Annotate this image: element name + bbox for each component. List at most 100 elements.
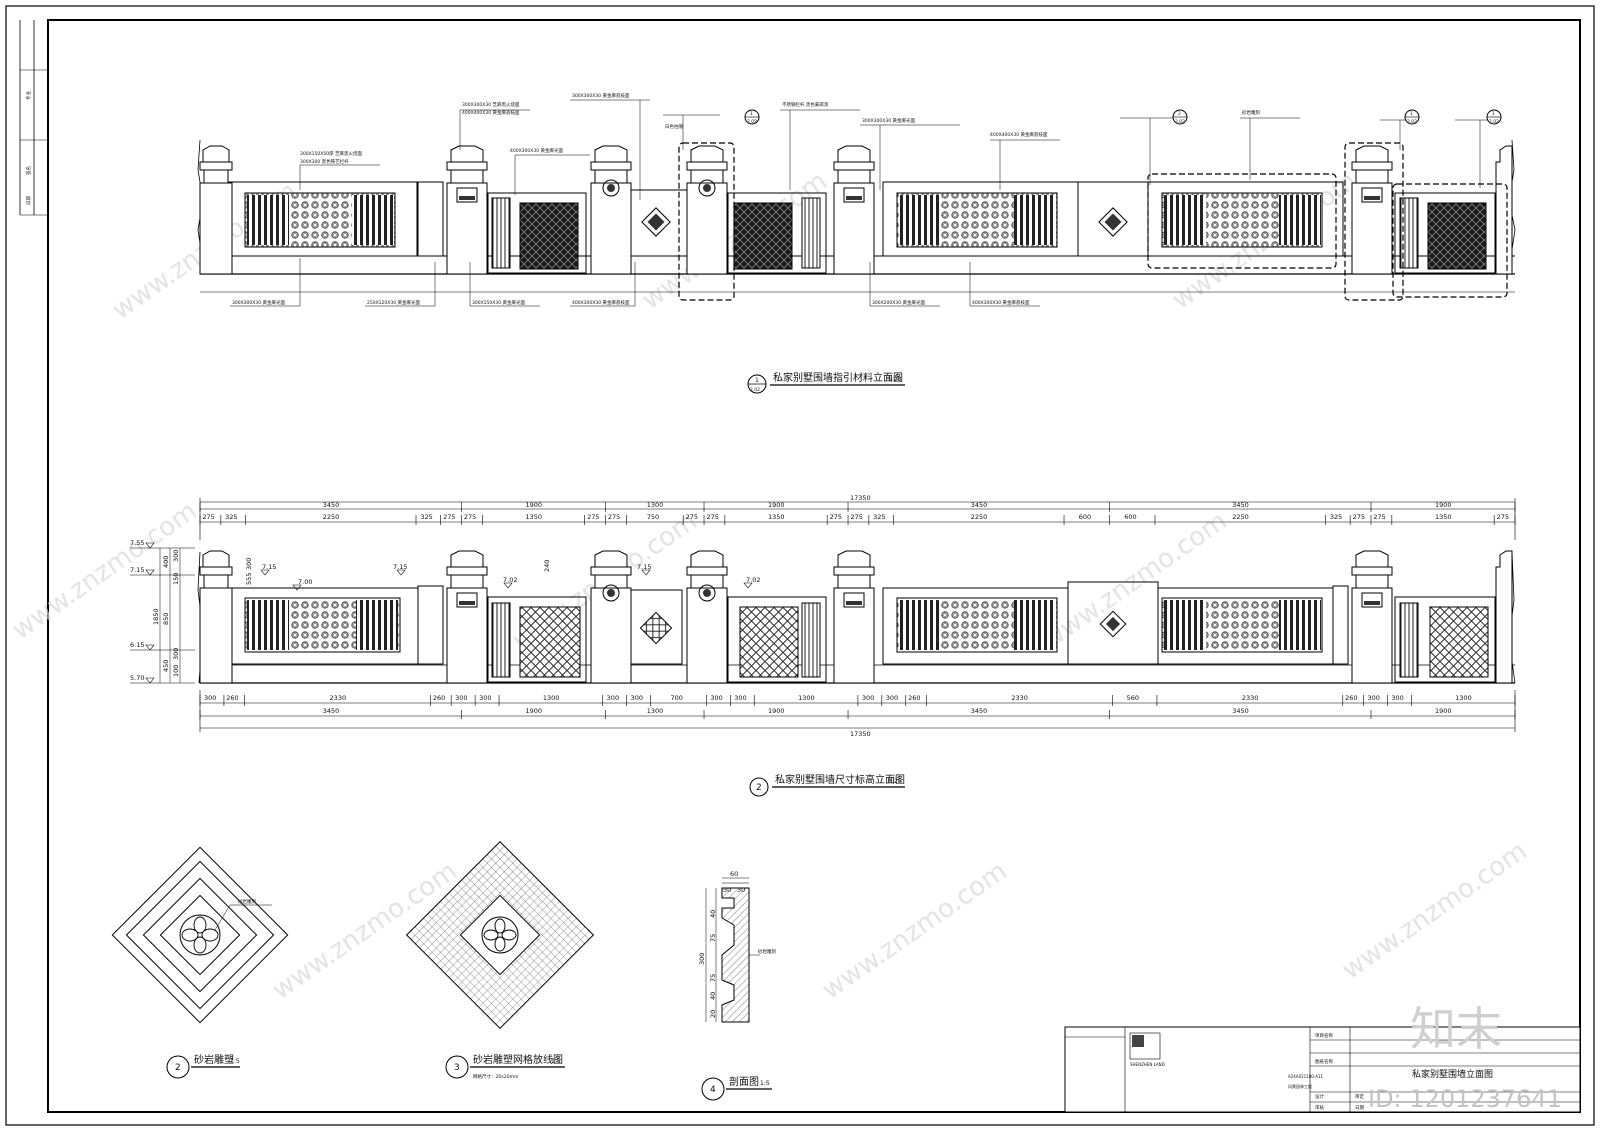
section-dim: 40: [709, 910, 717, 918]
brand-logo-text: 知末: [1410, 1002, 1502, 1056]
vertical-dim: 1850: [152, 608, 160, 625]
elevation-value: 7.02: [746, 576, 760, 584]
elevation-materials: [197, 139, 1516, 293]
dim-value: 2250: [323, 513, 340, 521]
dim-value: 1300: [647, 707, 664, 715]
section-dim: 75: [709, 974, 717, 982]
dim-value: 3450: [323, 501, 340, 509]
dim-value: 275: [464, 513, 476, 521]
dim-value: 1300: [543, 694, 560, 702]
dimension-lines-top: [199, 498, 1516, 540]
dim-value: 300: [734, 694, 746, 702]
dimension-lines-bottom: [199, 690, 1516, 732]
section-dim: 60: [730, 870, 738, 878]
vertical-dim: 100: [172, 665, 180, 677]
annotation-label: 300X300 黑色铁艺栏杆: [300, 158, 349, 165]
dim-value: 275: [443, 513, 455, 521]
dim-value: 3450: [971, 707, 988, 715]
title-scale-note: 风景园林工程: [1288, 1083, 1312, 1089]
dim-value: 300: [631, 694, 643, 702]
dim-value: 275: [202, 513, 214, 521]
dim-value: 2330: [1242, 694, 1259, 702]
dim-value: 260: [908, 694, 920, 702]
title-block: SHENZHEN LAND 项目名称 图纸名称 私家别墅围墙立面图 A24A02…: [1064, 1026, 1581, 1113]
elevation-value: 7.02: [503, 576, 517, 584]
detail3-note: 网格尺寸：20x20mm: [473, 1073, 518, 1080]
detail4-number: 4: [710, 1085, 716, 1095]
elevation-value: 6.15: [130, 641, 144, 649]
dim-value: 300: [710, 694, 722, 702]
title-project-label: 项目名称: [1315, 1032, 1333, 1039]
dim-value: 1900: [768, 501, 785, 509]
dim-value: 1350: [525, 513, 542, 521]
detail-grid: 3 砂岩雕塑网格放线图 1:5 网格尺寸：20x20mm: [405, 840, 595, 1080]
vertical-dim: 555: [245, 573, 253, 585]
dim-value: 325: [873, 513, 885, 521]
annotation-label: 400X400X30 黄金麻荔枝面: [462, 109, 520, 116]
dim-value: 275: [1373, 513, 1385, 521]
annotation-label: 砂岩雕刻: [1242, 109, 1260, 116]
dim-value: 3450: [971, 501, 988, 509]
elevation-dimensions: [197, 551, 1516, 684]
dim-value: 300: [1391, 694, 1403, 702]
annotation-label: 300X200X30 黄金麻光面: [872, 299, 925, 306]
dim-value: 275: [608, 513, 620, 521]
vertical-dim: 300: [172, 550, 180, 562]
detail4-scale: 1:5: [760, 1080, 770, 1087]
dim-value: 2250: [971, 513, 988, 521]
id-stamp: ID: 1201237641: [1368, 1085, 1562, 1113]
elevation-value: 5.70: [130, 674, 144, 682]
annotations-top: [299, 99, 1495, 200]
dim-value: 325: [420, 513, 432, 521]
section1-title-text: 私家别墅围墙指引材料立面图: [773, 371, 903, 384]
detail-sandstone: 砂岩雕刻 2 砂岩雕塑 1:5: [111, 846, 289, 1079]
annotation-label: 400X300X30 黄金麻荔枝面: [972, 299, 1030, 306]
section-note: 砂岩雕刻: [758, 948, 776, 955]
detail2-scale: 1:5: [230, 1058, 240, 1065]
callout-ref: 2.02: [747, 119, 757, 125]
vertical-dim: 240: [543, 560, 551, 572]
annotation-label: 250X120X30 黄金麻光面: [367, 299, 420, 306]
vertical-dim: 300: [245, 558, 253, 570]
vertical-dim: 300: [172, 648, 180, 660]
dim-value: 1300: [798, 694, 815, 702]
title-row-label: 日期: [1355, 1105, 1364, 1111]
title-sheet-title: 私家别墅围墙立面图: [1412, 1068, 1493, 1080]
section-dim: 300: [698, 953, 706, 965]
left-signature-strip: 专业 签名 日期: [19, 20, 48, 216]
callout-markers: 1 2.02 2 2.02 1 2.02 1 2.02: [744, 109, 1502, 125]
dim-value: 1900: [525, 501, 542, 509]
section2-number: 2: [756, 783, 762, 793]
dim-value: 600: [1079, 513, 1091, 521]
annotation-label: 300X300X30 黄金麻光面: [232, 299, 285, 306]
callout-ref: 2.02: [1489, 119, 1499, 125]
dim-value: 560: [1127, 694, 1139, 702]
dim-value: 300: [862, 694, 874, 702]
dim-value: 300: [1367, 694, 1379, 702]
dim-value: 3450: [323, 707, 340, 715]
dim-value: 2330: [330, 694, 347, 702]
annotation-label: 400X300X30 黄金麻荔枝面: [572, 299, 630, 306]
callout-number: 1: [1410, 111, 1413, 117]
section1-number: 1: [755, 377, 759, 384]
watermark-text: www.znzmo.com: [1337, 836, 1533, 986]
dim-total-bottom: 17350: [850, 730, 871, 738]
section1-title: 1 2.02 私家别墅围墙指引材料立面图 1:25: [747, 371, 905, 394]
dim-value: 260: [1345, 694, 1357, 702]
detail3-number: 3: [454, 1063, 460, 1073]
detail2-title: 砂岩雕塑: [194, 1053, 234, 1066]
elevation-value: 7.55: [130, 539, 144, 547]
dim-value: 275: [1497, 513, 1509, 521]
dim-value: 1900: [768, 707, 785, 715]
dim-value: 1350: [1435, 513, 1452, 521]
vertical-dim: 450: [162, 660, 170, 672]
callout-number: 2: [1178, 111, 1181, 117]
annotation-label: 300X300X30 黄金麻荔枝面: [572, 92, 630, 99]
elevation-markers: 7.55 7.15 6.15 5.70 400 1850 850 450 300…: [130, 539, 760, 684]
annotation-labels-bottom: 300X300X30 黄金麻光面 250X120X30 黄金麻光面 300X15…: [232, 299, 1030, 306]
dim-value: 2330: [1011, 694, 1028, 702]
strip-label-2: 签名: [25, 166, 32, 175]
title-drawing-label: 图纸名称: [1315, 1058, 1333, 1065]
dim-value: 275: [686, 513, 698, 521]
dim-total-top: 17350: [850, 494, 871, 502]
